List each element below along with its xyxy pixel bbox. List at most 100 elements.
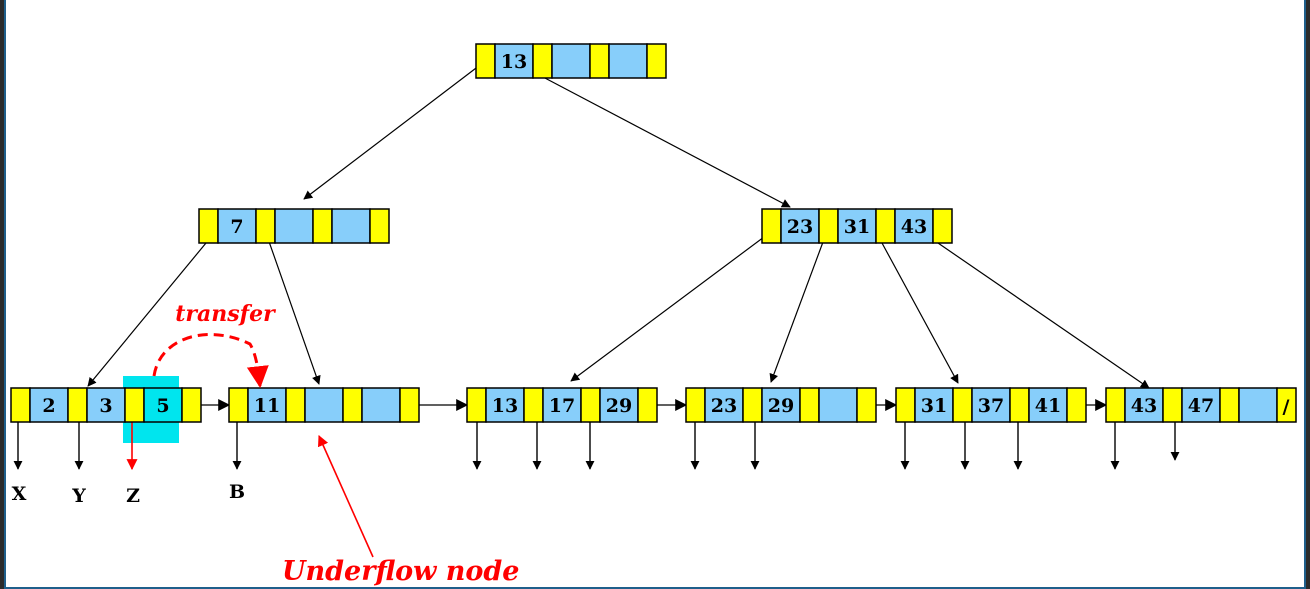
pointer-cell [685,387,706,423]
key-value: 13 [492,395,518,417]
pointer-cell [198,208,219,244]
edge-right-leaf4 [769,241,824,383]
key-cell [1124,387,1164,423]
key-cell [29,387,69,423]
key-value: 5 [156,395,169,417]
transfer-label: transfer [175,301,276,327]
pointer-cell [932,208,953,244]
pointer-cell [342,387,363,423]
edge-right-leaf3 [570,233,769,382]
pointer-cell [799,387,820,423]
pointer-cell [856,387,877,423]
key-value: 7 [230,216,243,238]
key-value: 37 [978,395,1004,417]
edge-root-left [303,61,485,200]
key-cell [971,387,1011,423]
pointer-cell [742,387,763,423]
underflow-label: Underflow node [282,556,519,587]
pointer-cell [475,43,496,79]
btree-node-leaf3: 13 17 29 [466,387,658,423]
key-value: 43 [901,216,927,238]
key-value: 13 [501,51,527,73]
tree-edges [87,61,1150,389]
label-b: B [229,481,245,503]
pointer-cell [952,387,973,423]
btree-node-leaf1: 2 3 5 [10,387,202,423]
key-value: 2 [42,395,55,417]
pointer-cell [369,208,390,244]
key-value: 41 [1035,395,1061,417]
pointer-cell [818,208,839,244]
diagram-frame [4,0,1306,589]
pointer-cell [1105,387,1126,423]
label-x: X [12,483,27,505]
key-cell [494,43,534,79]
record-pointers [13,416,1180,470]
btree-node-left-int: 7 [198,208,390,244]
key-cell [274,208,314,244]
key-value: 29 [768,395,794,417]
key-cell [217,208,257,244]
key-cell [761,387,801,423]
key-cell [599,387,639,423]
label-y: Y [71,485,86,507]
pointer-cell [875,208,896,244]
key-cell [894,208,934,244]
pointer-cell [589,43,610,79]
key-cell [542,387,582,423]
key-value: 31 [921,395,947,417]
key-cell [143,387,183,423]
edge-right-leaf6 [937,242,1150,389]
label-z: Z [126,485,140,507]
pointer-cell [10,387,31,423]
key-cell [1028,387,1068,423]
key-cell [818,387,858,423]
pointer-cell [1162,387,1183,423]
pointer-cell [181,387,202,423]
edge-left-leaf1 [87,242,207,387]
pointer-cell [580,387,601,423]
key-value: 3 [99,395,112,417]
key-cell [1181,387,1221,423]
pointer-cell [124,387,145,423]
key-value: 23 [787,216,813,238]
pointer-cell [761,208,782,244]
pointer-cell [1276,387,1297,423]
btree-node-leaf2: 11 [228,387,420,423]
btree-node-right-int: 23 31 43 [761,208,953,244]
edge-root-right [542,76,791,208]
key-cell [331,208,371,244]
pointer-cell [285,387,306,423]
key-cell [608,43,648,79]
key-value: 11 [254,395,280,417]
key-cell [780,208,820,244]
pointer-cell [1009,387,1030,423]
btree-node-root: 13 [475,43,667,79]
key-value: 17 [549,395,575,417]
edge-left-leaf2 [265,232,321,385]
pointer-cell [1066,387,1087,423]
pointer-cell [895,387,916,423]
key-cell [304,387,344,423]
key-cell [704,387,744,423]
pointer-cell [228,387,249,423]
key-value: 29 [606,395,632,417]
key-value: 43 [1131,395,1157,417]
pointer-cell [255,208,276,244]
pointer-cell [67,387,88,423]
null-pointer-marker: / [1283,396,1290,418]
key-cell [1238,387,1278,423]
btree-node-leaf5: 31 37 41 [895,387,1087,423]
underflow-arrow [318,434,374,558]
key-cell [361,387,401,423]
pointer-cell [532,43,553,79]
key-cell [551,43,591,79]
key-value: 31 [844,216,870,238]
key-cell [86,387,126,423]
pointer-cell [523,387,544,423]
pointer-cell [646,43,667,79]
pointer-cell [466,387,487,423]
